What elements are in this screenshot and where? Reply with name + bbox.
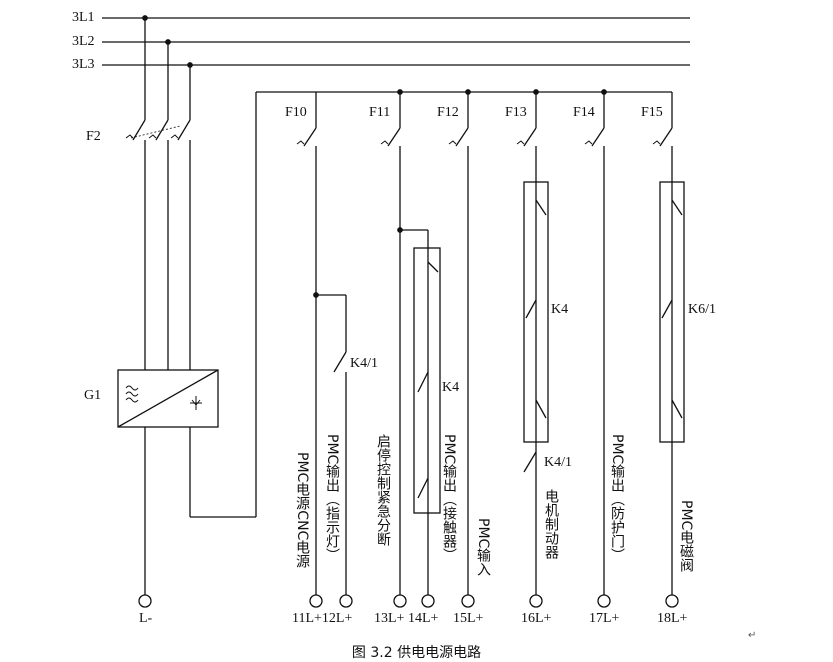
power-supply-label-g1: G1 [84,388,102,403]
contact-k6 [671,199,683,216]
terminal-13l [393,594,407,608]
breaker-f14 [584,92,605,160]
breaker-f11 [380,92,401,160]
contact-k4-1-a [333,351,347,373]
contact-label-k4-1-b: K4/1 [544,455,572,470]
output-label-pmc-contactor: PMC输出（接触器） [441,434,457,563]
relay-box-k4-brake [523,181,549,443]
breaker-f12 [448,92,469,160]
terminal-label-18: 18L+ [657,611,688,626]
contact-label-k6-1: K6/1 [688,302,716,317]
bus-label-3l1: 3L1 [72,10,95,25]
terminal-16l [529,594,543,608]
fuse-label-f13: F13 [505,105,527,120]
terminal-label-l-minus: L- [139,611,153,626]
contact-k4-1-b [523,451,537,473]
fuse-label-f14: F14 [573,105,595,120]
contact-label-k4-mid: K4 [551,302,569,317]
contact-k4 [427,261,439,273]
contact-k4 [417,371,429,393]
power-supply-g1 [117,369,219,428]
paragraph-mark-icon: ↵ [748,630,757,641]
output-label-motor-brake: 电机制动器 [543,489,559,559]
terminal-label-13-14: 13L+ 14L+ [374,611,439,626]
bus-label-3l2: 3L2 [72,34,95,49]
contact-k4 [535,199,547,216]
fuse-label-f2: F2 [86,129,101,144]
contact-k6 [671,399,683,419]
terminal-label-15: 15L+ [453,611,484,626]
terminal-label-17: 17L+ [589,611,620,626]
contact-label-k4-1-a: K4/1 [350,356,378,371]
fuse-label-f12: F12 [437,105,459,120]
contact-k4 [417,477,429,499]
terminal-15l [461,594,475,608]
output-label-estop: 启停控制紧急分断 [375,434,391,546]
contact-k4 [535,399,547,419]
output-label-pmc-door: PMC输出（防护门） [609,434,625,563]
terminal-label-11-12: 11L+12L+ [292,611,353,626]
terminal-l-minus [138,594,152,608]
terminal-11l [309,594,323,608]
relay-box-k6 [659,181,685,443]
breaker-f13 [516,92,537,160]
contact-label-k4-box: K4 [442,380,460,395]
breaker-f15 [652,92,673,160]
breaker-f10 [296,92,317,160]
terminal-18l [665,594,679,608]
fuse-label-f11: F11 [369,105,391,120]
relay-box-k4 [413,247,441,514]
contact-k4 [525,299,537,319]
fuse-label-f15: F15 [641,105,663,120]
breaker-f2 [125,18,191,370]
terminal-14l [421,594,435,608]
bus-label-3l3: 3L3 [72,57,95,72]
terminal-17l [597,594,611,608]
output-label-pmc-cnc: PMC电源CNC电源 [294,452,310,569]
output-label-pmc-lamp: PMC输出（指示灯） [324,434,340,563]
fuse-label-f10: F10 [285,105,307,120]
terminal-label-16: 16L+ [521,611,552,626]
output-label-pmc-input: PMC输入 [475,518,491,577]
terminal-12l [339,594,353,608]
contact-k6 [661,299,673,319]
figure-caption: 图 3.2 供电电源电路 [351,645,482,661]
output-label-pmc-valve: PMC电磁阀 [678,500,694,573]
